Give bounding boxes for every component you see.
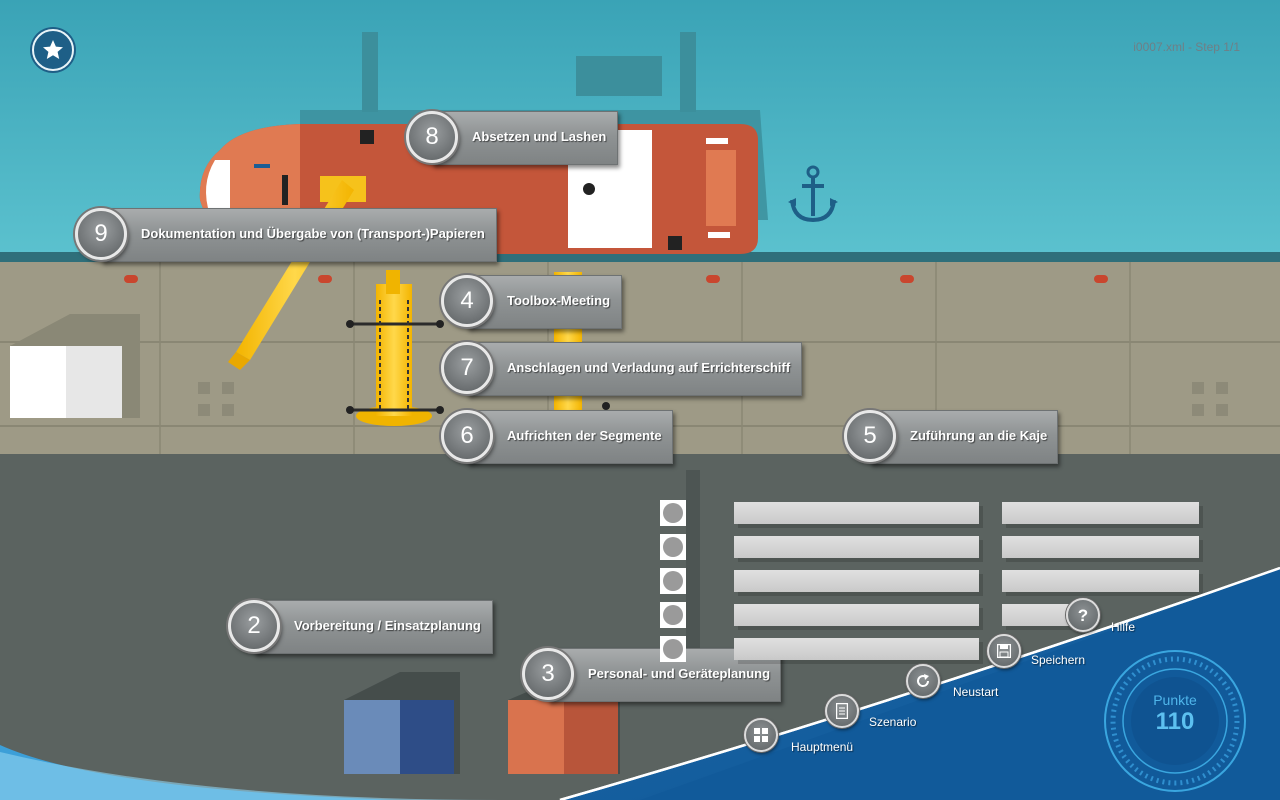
step-7-anschlagen[interactable]: 7 Anschlagen und Verladung auf Errichter… (441, 342, 802, 396)
step-6-aufrichten[interactable]: 6 Aufrichten der Segmente (441, 410, 673, 464)
anchor-icon[interactable] (788, 164, 838, 226)
checklist-slot[interactable] (734, 502, 979, 524)
checklist-checkbox[interactable] (660, 568, 686, 594)
document-icon (836, 703, 848, 719)
save-icon (997, 644, 1011, 658)
checklist-checkbox[interactable] (660, 602, 686, 628)
restart-icon (917, 674, 930, 687)
svg-text:?: ? (1078, 606, 1088, 624)
speichern-button[interactable] (987, 634, 1021, 668)
step-label: Zuführung an die Kaje (910, 428, 1048, 443)
checklist-slot[interactable] (1002, 536, 1199, 558)
szenario-button[interactable] (825, 694, 859, 728)
step-label: Toolbox-Meeting (507, 293, 611, 308)
checklist-slot[interactable] (1002, 570, 1199, 592)
question-icon: ? (1078, 606, 1088, 624)
score-compass: Punkte 110 (1100, 646, 1250, 796)
szenario-label[interactable]: Szenario (869, 715, 917, 729)
hilfe-button[interactable]: ? (1066, 598, 1100, 632)
checklist-slot[interactable] (734, 536, 979, 558)
step-number: 8 (406, 111, 458, 163)
hauptmenue-button[interactable] (744, 718, 778, 752)
step-2-vorbereitung[interactable]: 2 Vorbereitung / Einsatzplanung (228, 600, 493, 654)
step-number: 3 (522, 648, 574, 700)
step-bar (432, 111, 618, 165)
step-number: 2 (228, 600, 280, 652)
step-number: 5 (844, 410, 896, 462)
file-step-info: i0007.xml - Step 1/1 (1133, 40, 1240, 54)
checklist-checkbox[interactable] (660, 534, 686, 560)
grid-icon (754, 728, 768, 742)
step-number: 9 (75, 208, 127, 260)
neustart-label[interactable]: Neustart (953, 685, 999, 699)
hilfe-label[interactable]: Hilfe (1111, 620, 1136, 634)
score-value: 110 (1155, 708, 1195, 735)
star-icon (43, 40, 63, 59)
step-bar (101, 208, 497, 262)
neustart-button[interactable] (906, 664, 940, 698)
step-label: Vorbereitung / Einsatzplanung (294, 618, 481, 633)
checklist-slot[interactable] (734, 570, 979, 592)
step-bar (870, 410, 1058, 464)
step-bar (254, 600, 493, 654)
checklist-slot[interactable] (1002, 502, 1199, 524)
compass-icon (1104, 650, 1246, 792)
step-label: Anschlagen und Verladung auf Errichtersc… (507, 360, 791, 375)
step-4-toolbox[interactable]: 4 Toolbox-Meeting (441, 275, 622, 329)
speichern-label[interactable]: Speichern (1031, 653, 1086, 667)
step-label: Dokumentation und Übergabe von (Transpor… (141, 226, 485, 241)
checklist-slot[interactable] (734, 604, 979, 626)
step-9-dokumentation[interactable]: 9 Dokumentation und Übergabe von (Transp… (75, 208, 497, 262)
step-number: 6 (441, 410, 493, 462)
hauptmenue-label[interactable]: Hauptmenü (791, 740, 854, 754)
step-number: 7 (441, 342, 493, 394)
step-bar (467, 410, 673, 464)
favorite-button[interactable] (32, 29, 74, 71)
score-label: Punkte (1153, 692, 1197, 708)
step-8-absetzen[interactable]: 8 Absetzen und Lashen (406, 111, 618, 165)
step-label: Aufrichten der Segmente (507, 428, 662, 443)
checklist-checkbox[interactable] (660, 636, 686, 662)
step-number: 4 (441, 275, 493, 327)
step-5-zufuehrung[interactable]: 5 Zuführung an die Kaje (844, 410, 1058, 464)
step-label: Absetzen und Lashen (472, 129, 607, 144)
checklist-slot[interactable] (734, 638, 979, 660)
checklist-checkbox[interactable] (660, 500, 686, 526)
